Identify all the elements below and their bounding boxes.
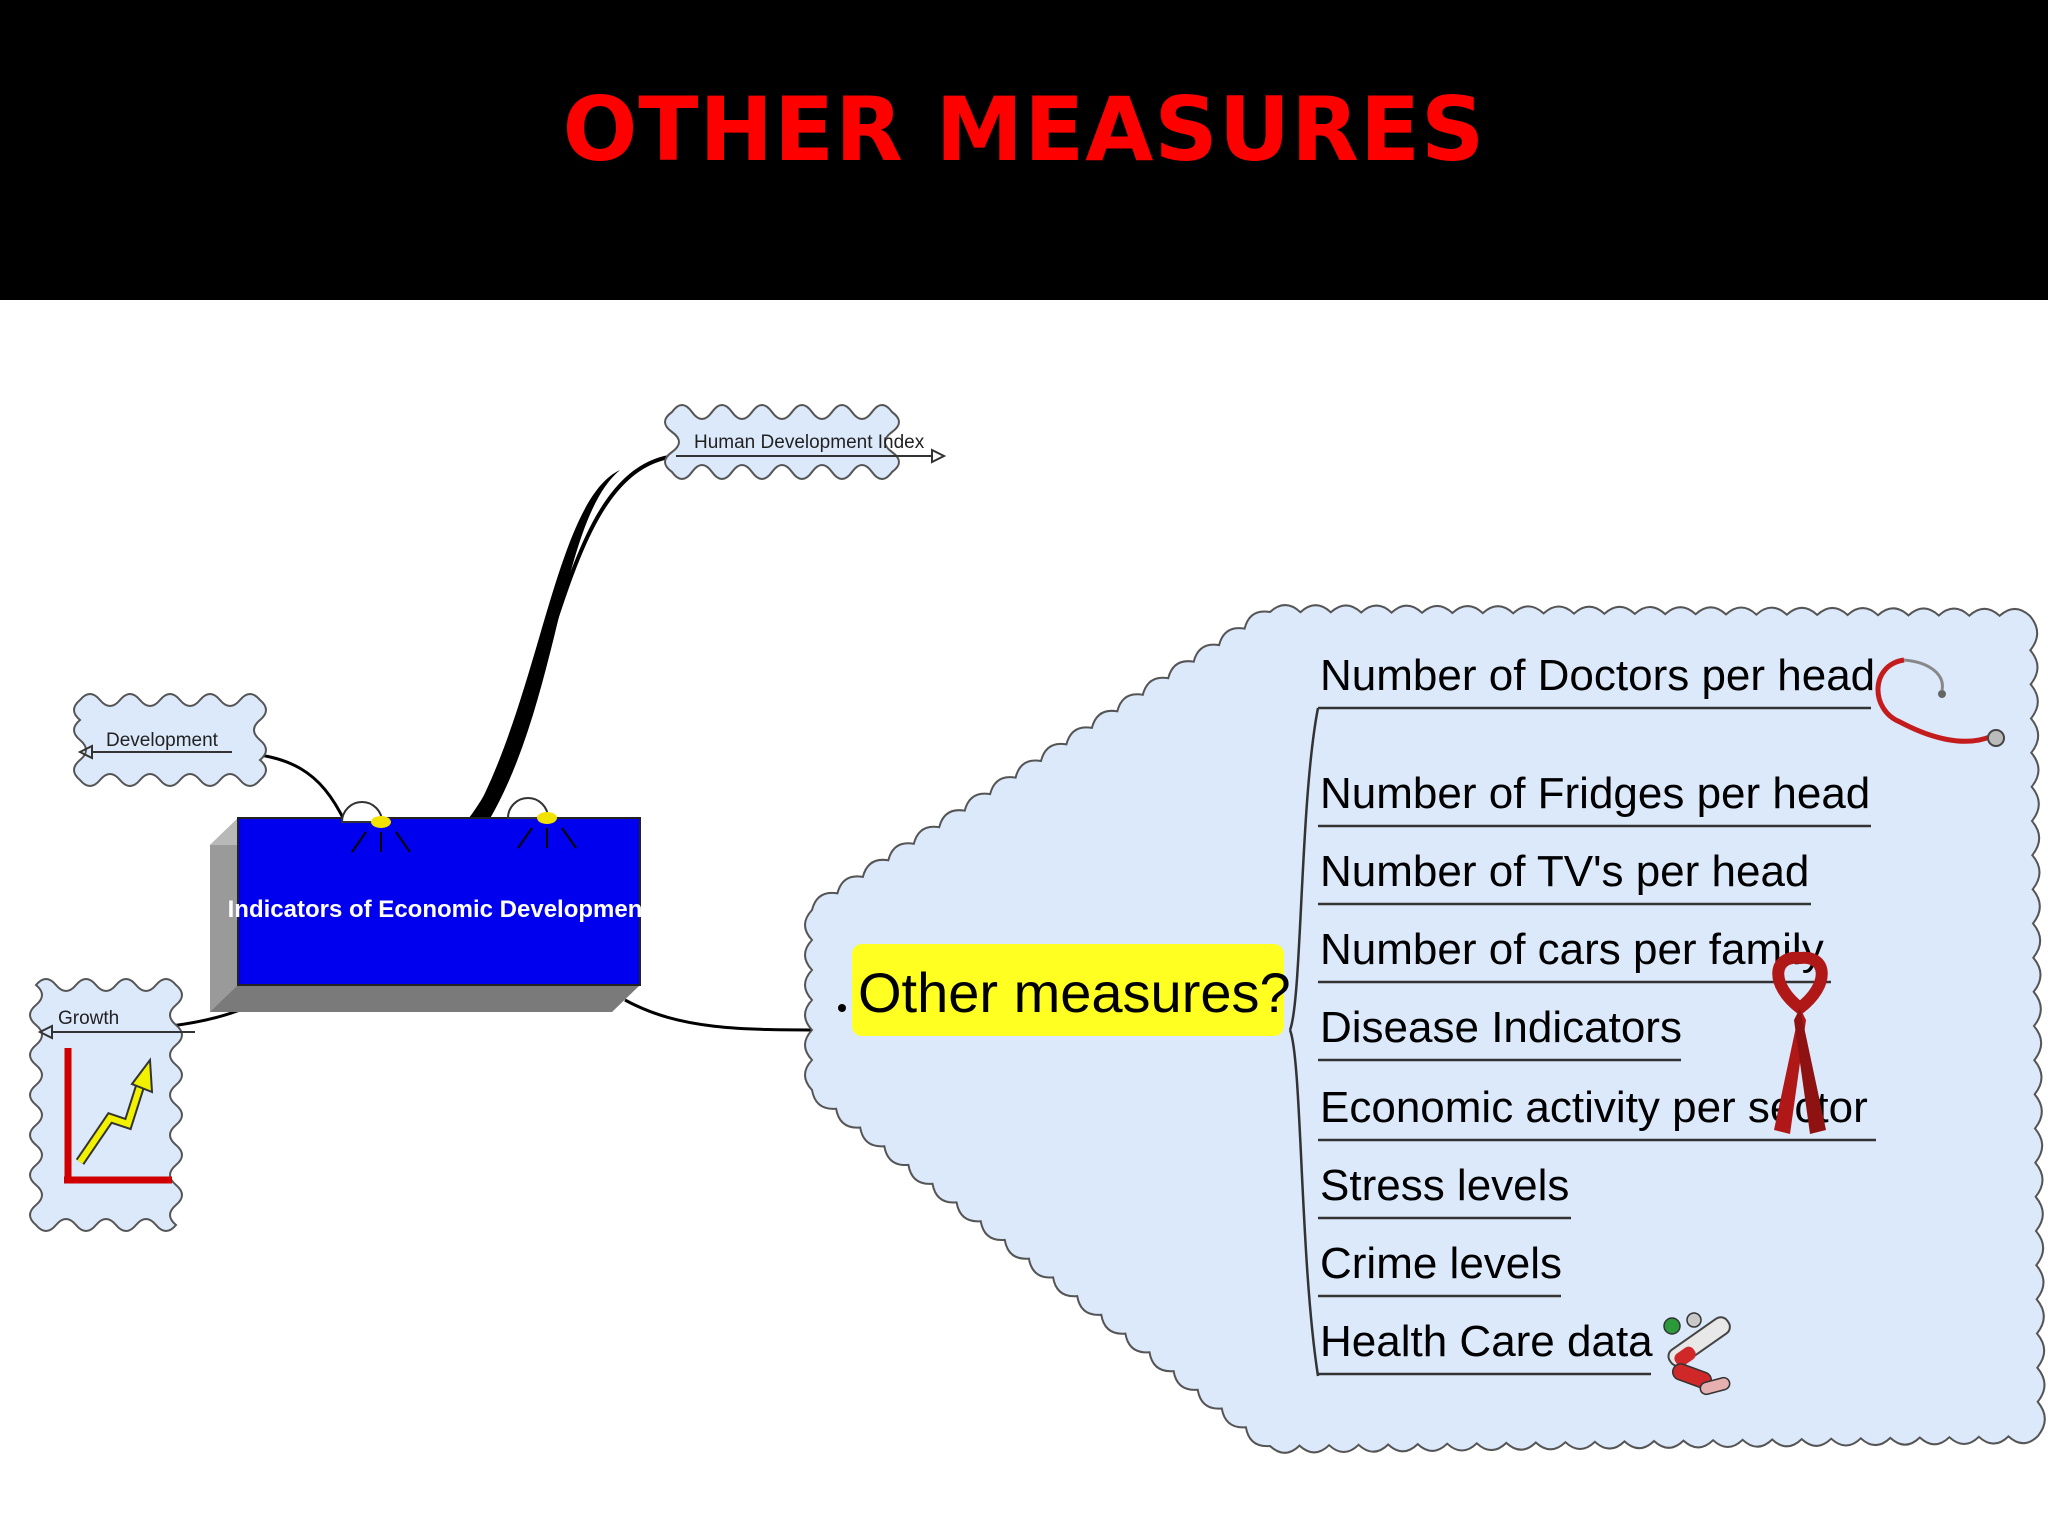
item-label: Number of Doctors per head xyxy=(1320,651,1875,700)
list-item: Crime levels xyxy=(1318,1239,1562,1298)
item-label: Number of cars per family xyxy=(1320,925,1824,974)
connector-hdi-thick xyxy=(470,470,620,822)
root-box: Indicators of Economic Development xyxy=(210,817,651,1012)
item-label: Disease Indicators xyxy=(1320,1003,1682,1052)
cloud-development: Development xyxy=(73,693,267,787)
cloud-human-development-index: Human Development Index xyxy=(664,404,947,480)
item-label: Health Care data xyxy=(1320,1317,1653,1366)
red-ribbon-icon xyxy=(1772,951,1828,1134)
lightbulb-icon xyxy=(506,797,577,849)
list-item: Stress levels xyxy=(1318,1161,1571,1220)
connector-other-measures xyxy=(624,998,831,1032)
lightbulb-icon xyxy=(340,801,411,853)
central-node-label: Other measures? xyxy=(858,961,1291,1024)
cloud-growth: Growth xyxy=(29,978,195,1232)
item-label: Stress levels xyxy=(1320,1161,1569,1210)
branch-trunk xyxy=(1288,707,1320,1377)
slide-title: OTHER MEASURES xyxy=(562,78,1486,181)
item-label: Number of TV's per head xyxy=(1320,847,1809,896)
cloud-other-measures xyxy=(804,604,2046,1454)
pills-syringe-icon xyxy=(1663,1312,1731,1396)
list-item: Number of Doctors per head xyxy=(1318,651,1875,710)
list-item: Health Care data xyxy=(1318,1317,1653,1376)
list-item: Number of TV's per head xyxy=(1318,847,1811,906)
item-label: Number of Fridges per head xyxy=(1320,769,1870,818)
slide-header: OTHER MEASURES xyxy=(0,0,2048,300)
item-label: Crime levels xyxy=(1320,1239,1562,1288)
stethoscope-icon xyxy=(1875,657,2005,747)
central-node: Other measures? xyxy=(838,944,1291,1036)
cloud-development-label: Development xyxy=(106,730,219,751)
growth-chart-icon xyxy=(64,1048,172,1184)
list-item: Number of Fridges per head xyxy=(1318,769,1871,828)
root-box-label: Indicators of Economic Development xyxy=(228,896,651,923)
list-item: Disease Indicators xyxy=(1318,1003,1682,1062)
cloud-growth-label: Growth xyxy=(58,1008,119,1029)
cloud-human-development-label: Human Development Index xyxy=(694,432,925,453)
list-item: Number of cars per family xyxy=(1318,925,1831,984)
